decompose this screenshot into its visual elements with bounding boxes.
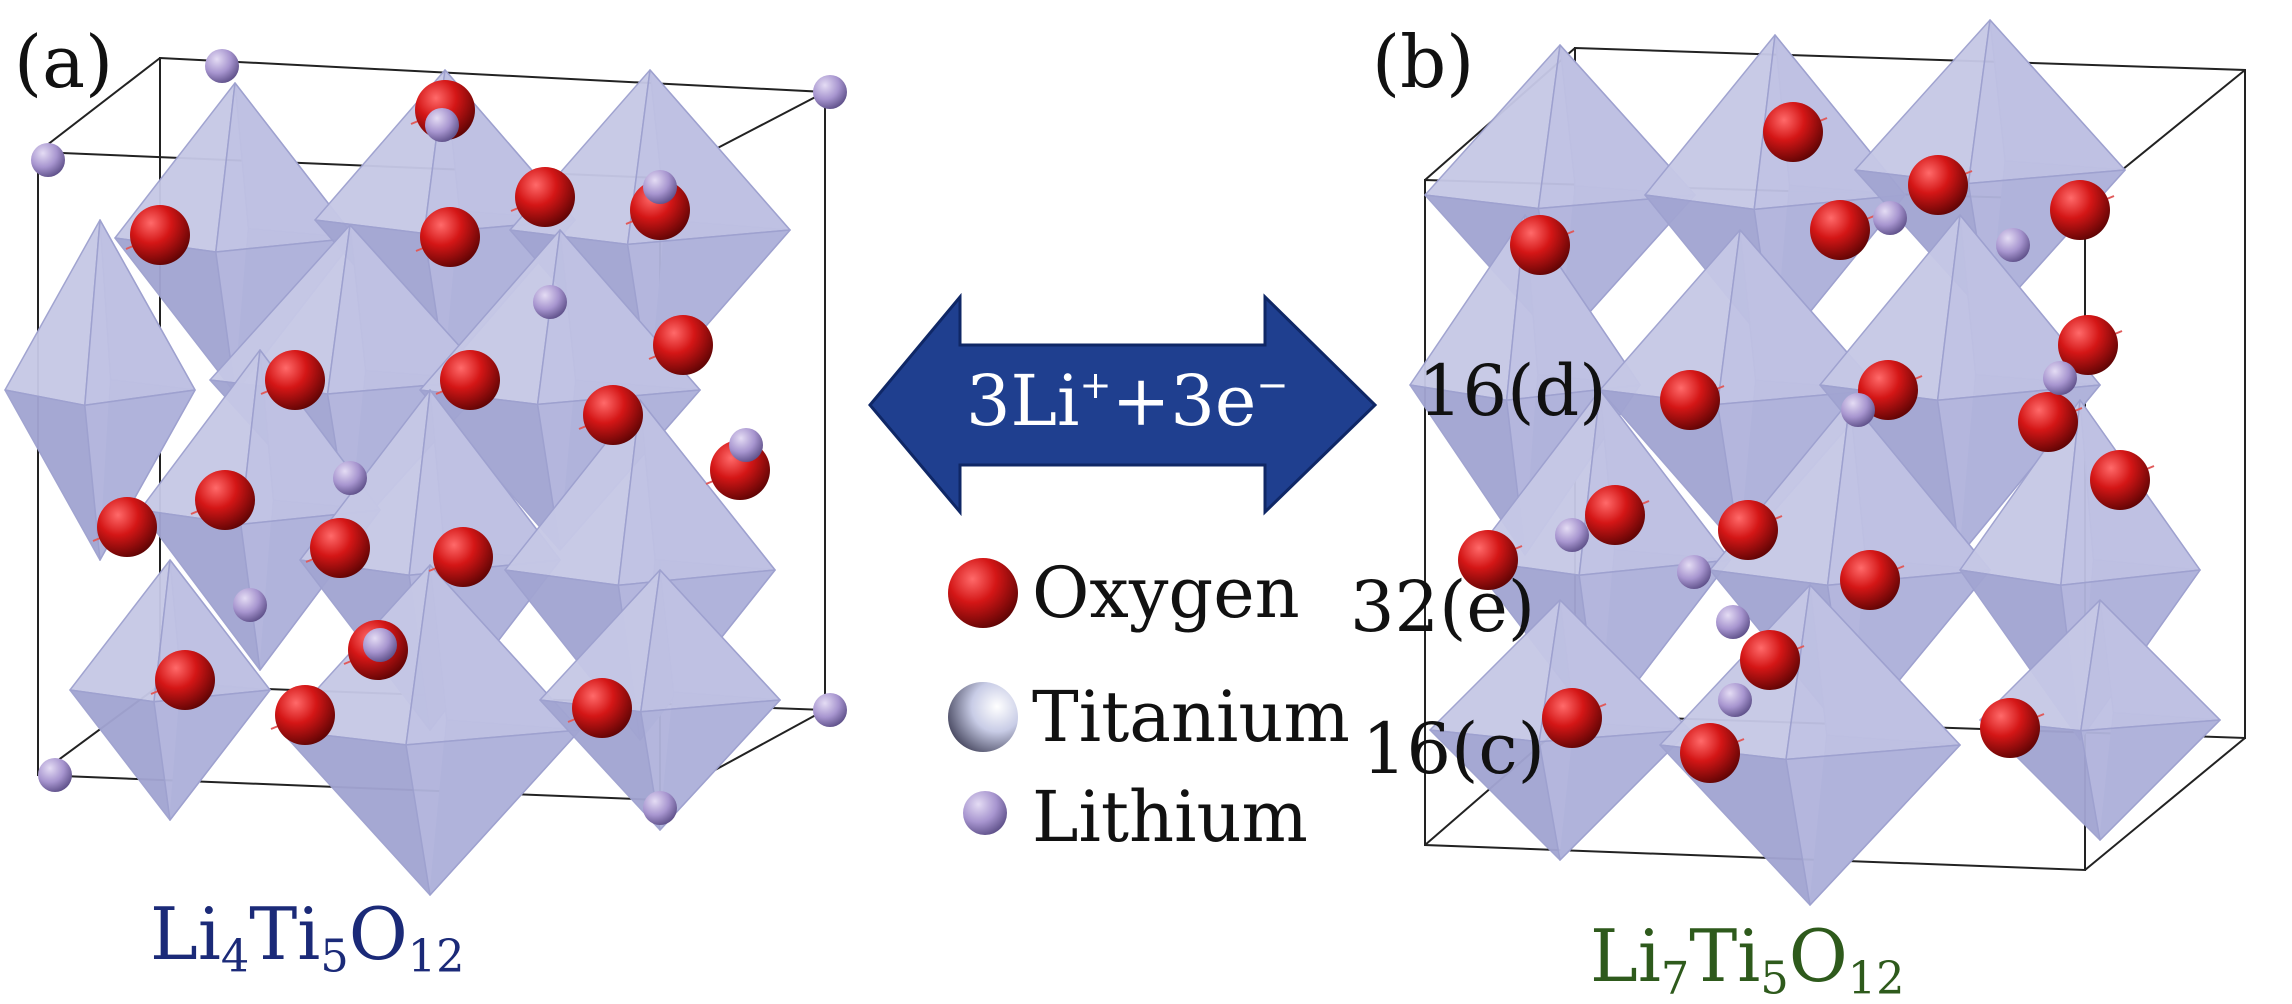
oxygen-atom-a xyxy=(440,350,500,410)
double-arrow-icon xyxy=(868,292,1378,517)
oxygen-atom-a xyxy=(275,685,335,745)
legend-titanium-label: Titanium xyxy=(1032,676,1350,758)
oxygen-atom-b xyxy=(1585,485,1645,545)
oxygen-atom-a xyxy=(515,167,575,227)
oxygen-atom-b xyxy=(1542,688,1602,748)
lithium-atom-b xyxy=(1841,393,1875,427)
lithium-atom-b xyxy=(1718,683,1752,717)
titanium-sphere-icon xyxy=(948,682,1018,752)
oxygen-atom-b xyxy=(1763,102,1823,162)
lithium-sphere-icon xyxy=(963,791,1007,835)
reaction-label: 3Li++3e− xyxy=(966,360,1289,442)
ti-octahedron-a xyxy=(4,219,196,561)
formula-b: Li7Ti5O12 xyxy=(1590,914,1905,1004)
legend-oxygen-label: Oxygen xyxy=(1032,552,1300,634)
oxygen-atom-a xyxy=(97,497,157,557)
lithium-atom-a xyxy=(643,170,677,204)
oxygen-atom-b xyxy=(1718,500,1778,560)
lithium-atom-a xyxy=(643,791,677,825)
site-16d-label: 16(d) xyxy=(1418,350,1607,432)
lithium-atom-b xyxy=(1996,228,2030,262)
lithium-atom-b xyxy=(1873,201,1907,235)
structure-a xyxy=(4,49,847,896)
site-16c-label: 16(c) xyxy=(1362,708,1545,790)
oxygen-atom-b xyxy=(2058,315,2118,375)
reaction-arrow xyxy=(868,292,1378,517)
lithium-atom-a xyxy=(533,285,567,319)
oxygen-atom-b xyxy=(1840,550,1900,610)
panel-a-label: (a) xyxy=(14,20,114,104)
site-32e-label: 32(e) xyxy=(1350,566,1536,648)
lithium-atom-a xyxy=(813,693,847,727)
oxygen-atom-a xyxy=(653,315,713,375)
lithium-atom-a xyxy=(333,461,367,495)
cell-edge xyxy=(2084,737,2246,871)
oxygen-atom-b xyxy=(1660,370,1720,430)
ti-octahedron-b xyxy=(1429,599,1691,861)
oxygen-atom-b xyxy=(1680,723,1740,783)
oxygen-atom-b xyxy=(1980,698,2040,758)
lithium-atom-a xyxy=(729,428,763,462)
oxygen-atom-b xyxy=(1740,630,1800,690)
oxygen-atom-b xyxy=(1510,215,1570,275)
lithium-atom-b xyxy=(1555,518,1589,552)
oxygen-atom-b xyxy=(2018,392,2078,452)
oxygen-sphere-icon xyxy=(948,558,1018,628)
oxygen-atom-a xyxy=(420,207,480,267)
oxygen-atom-a xyxy=(433,527,493,587)
oxygen-atom-a xyxy=(310,518,370,578)
structure-b xyxy=(1409,19,2246,906)
cell-edge xyxy=(37,57,161,153)
legend-icons xyxy=(948,558,1018,835)
lithium-atom-b xyxy=(2043,361,2077,395)
ti-octahedron-b xyxy=(1659,584,1961,906)
oxygen-atom-a xyxy=(155,650,215,710)
oxygen-atom-a xyxy=(130,205,190,265)
lithium-atom-b xyxy=(1716,605,1750,639)
lithium-atom-a xyxy=(363,628,397,662)
oxygen-atom-a xyxy=(265,350,325,410)
lithium-atom-a xyxy=(813,75,847,109)
oxygen-atom-a xyxy=(572,678,632,738)
lithium-atom-a xyxy=(38,758,72,792)
lithium-atom-a xyxy=(31,143,65,177)
oxygen-atom-b xyxy=(1458,530,1518,590)
legend-lithium-label: Lithium xyxy=(1032,776,1308,858)
oxygen-atom-b xyxy=(1810,200,1870,260)
panel-b-label: (b) xyxy=(1372,20,1475,104)
oxygen-atom-b xyxy=(2090,450,2150,510)
ti-octahedron-a xyxy=(539,569,781,831)
lithium-atom-a xyxy=(205,49,239,83)
oxygen-atom-a xyxy=(583,385,643,445)
formula-a: Li4Ti5O12 xyxy=(150,892,465,983)
oxygen-atom-a xyxy=(195,470,255,530)
lithium-atom-a xyxy=(233,588,267,622)
lithium-atom-a xyxy=(425,108,459,142)
oxygen-atom-b xyxy=(1908,155,1968,215)
oxygen-atom-b xyxy=(2050,180,2110,240)
ti-octahedron-b xyxy=(1979,599,2221,841)
lithium-atom-b xyxy=(1677,555,1711,589)
